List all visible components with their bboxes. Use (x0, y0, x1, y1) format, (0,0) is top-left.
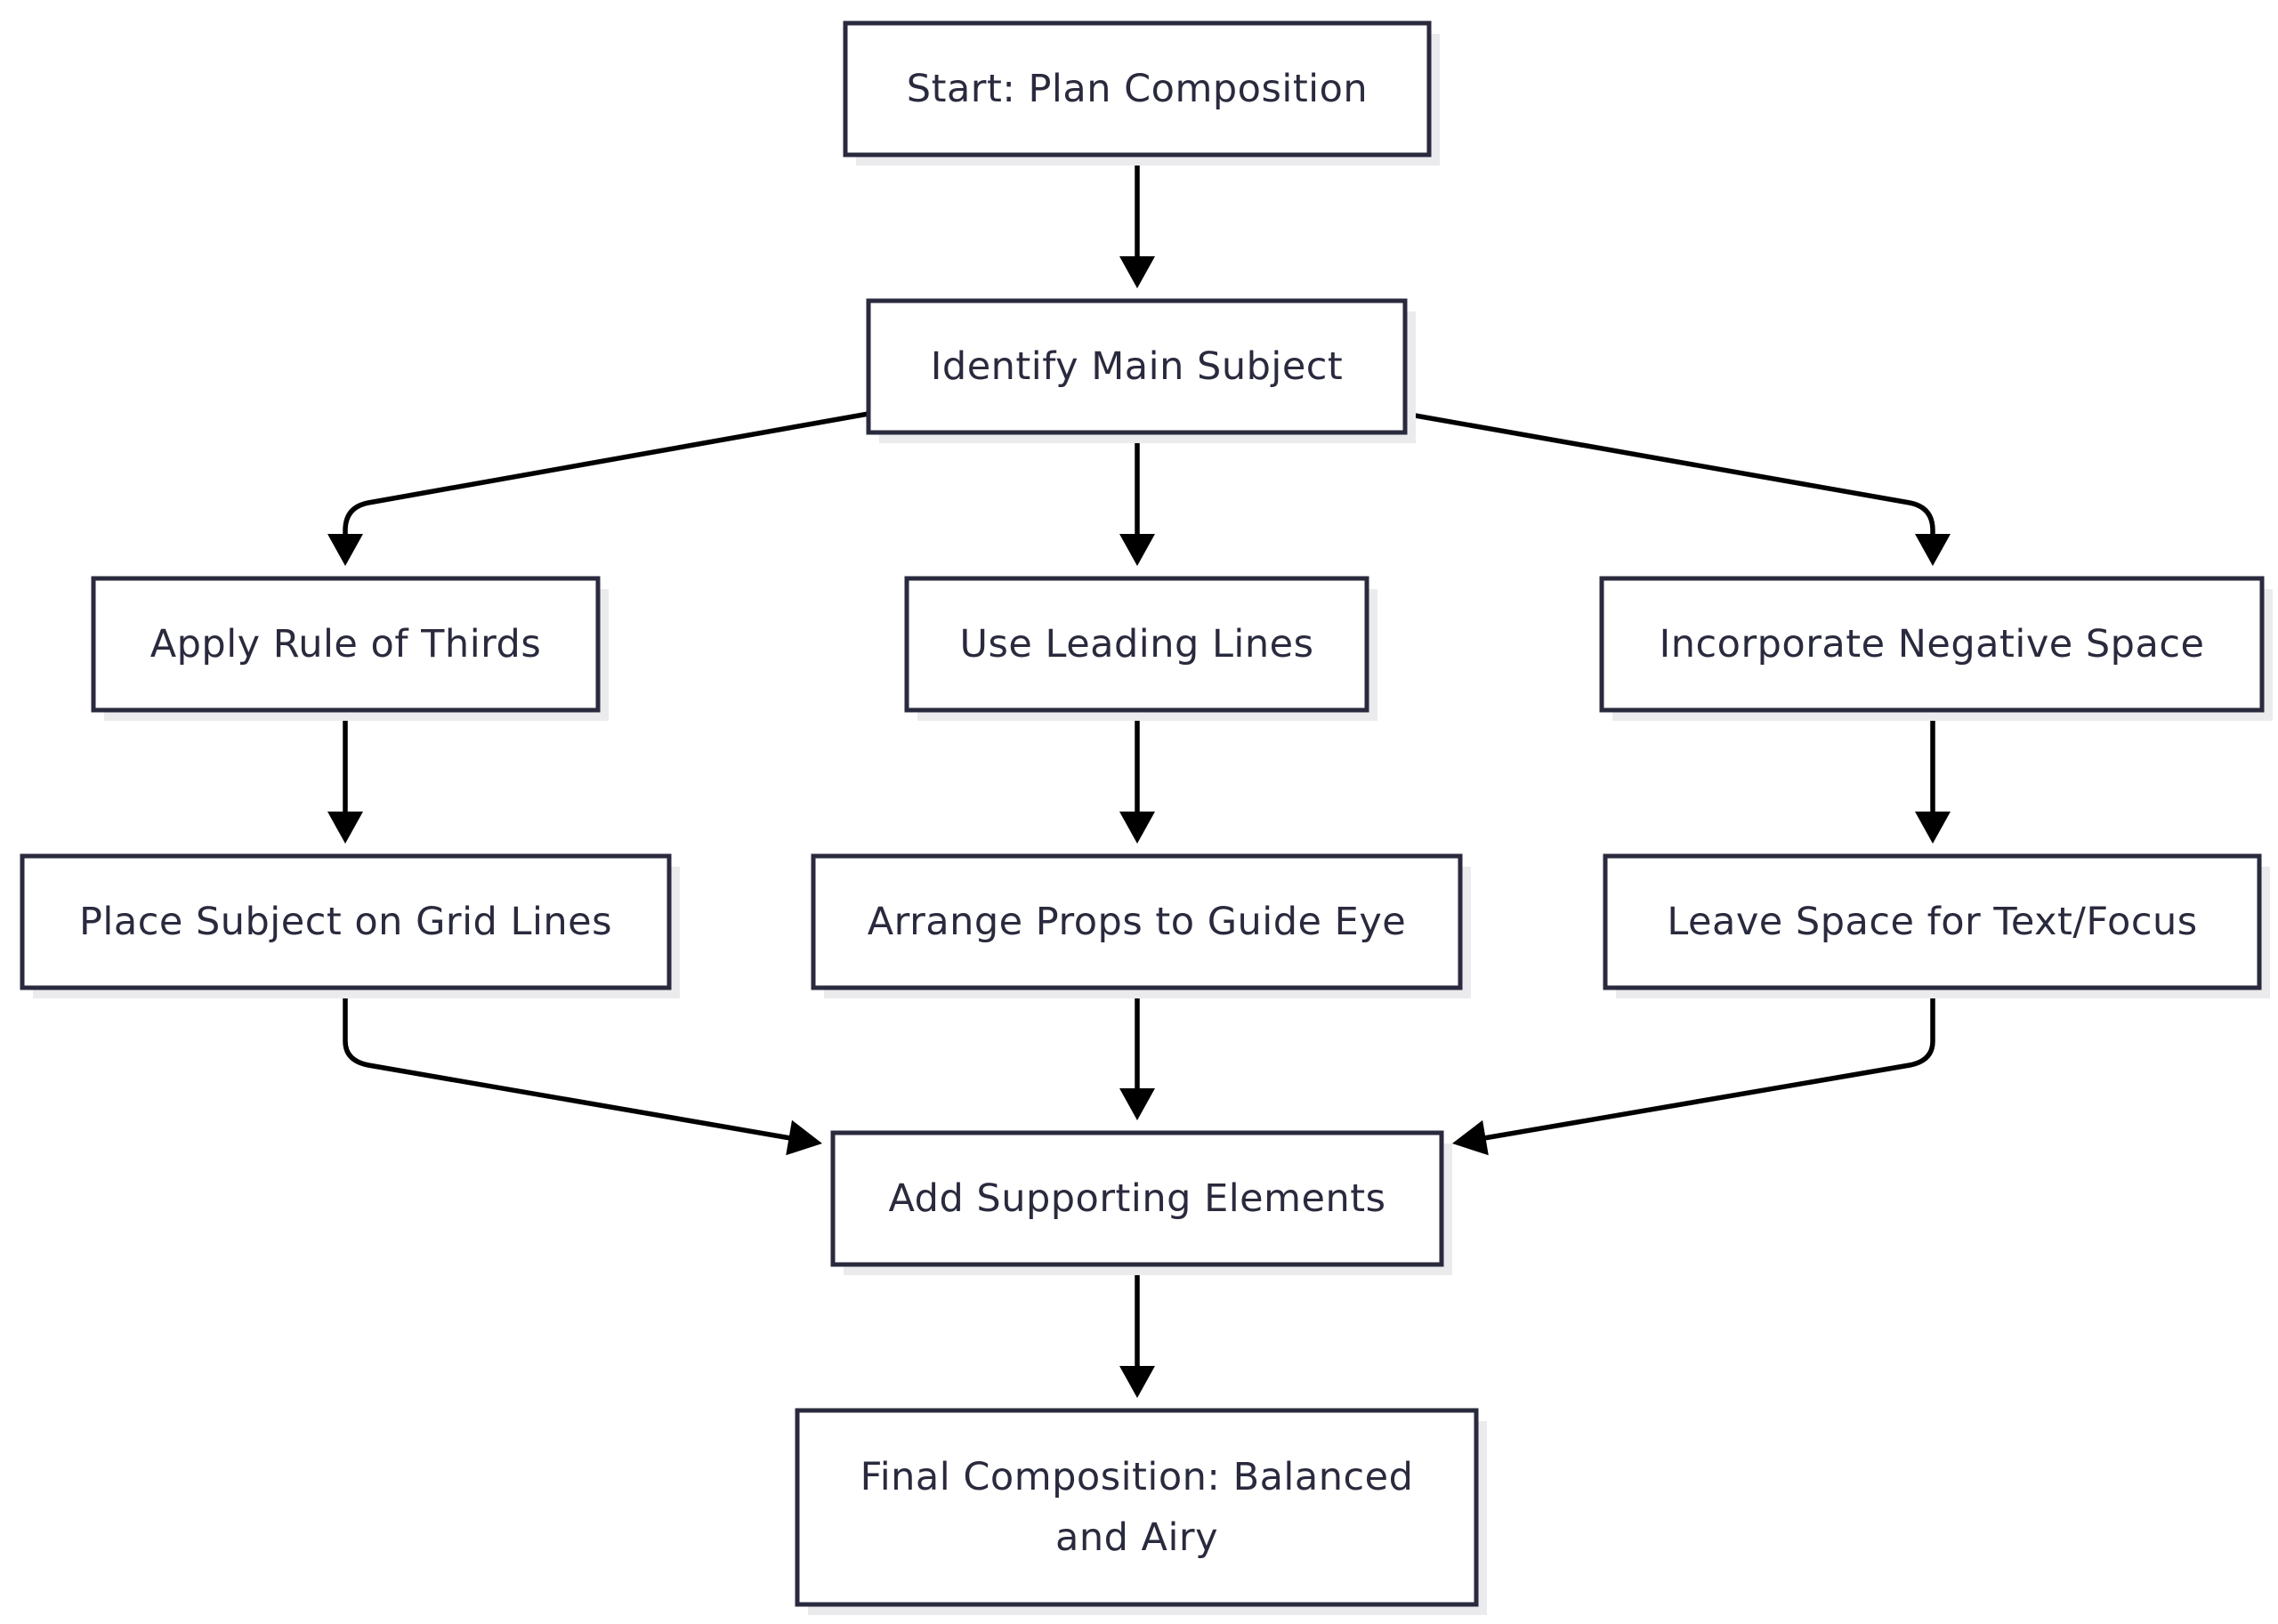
node-space[interactable]: Leave Space for Text/Focus (1603, 853, 2270, 998)
node-box (1599, 576, 2265, 713)
node-label: Start: Plan Composition (907, 67, 1368, 111)
node-label: Leave Space for Text/Focus (1667, 900, 2197, 944)
edge-negative-to-space (1915, 710, 1951, 844)
arrowhead-icon (1119, 1088, 1155, 1120)
arrowhead-icon (1915, 534, 1951, 566)
edge-line (1404, 411, 1935, 539)
node-label: Arrange Props to Guide Eye (868, 900, 1406, 944)
node-box (811, 853, 1463, 990)
node-box (830, 1130, 1444, 1267)
edge-leading-to-props (1119, 710, 1155, 844)
edge-line (1478, 988, 1935, 1142)
edge-supporting-to-final (1119, 1264, 1155, 1398)
node-grid[interactable]: Place Subject on Grid Lines (20, 853, 680, 998)
edge-identify-to-negative (1404, 411, 1951, 566)
node-identify[interactable]: Identify Main Subject (866, 298, 1416, 443)
edge-grid-to-supporting (343, 988, 822, 1156)
arrowhead-icon (1915, 812, 1951, 844)
node-label: Add Supporting Elements (889, 1176, 1386, 1221)
node-props[interactable]: Arrange Props to Guide Eye (811, 853, 1471, 998)
node-label: Use Leading Lines (960, 622, 1314, 667)
arrowhead-icon (1119, 1366, 1155, 1398)
node-negative[interactable]: Incorporate Negative Space (1599, 576, 2273, 721)
edge-start-to-identify (1119, 155, 1155, 288)
node-box (1603, 853, 2262, 990)
node-supporting[interactable]: Add Supporting Elements (830, 1130, 1452, 1275)
node-leading[interactable]: Use Leading Lines (904, 576, 1377, 721)
node-thirds[interactable]: Apply Rule of Thirds (91, 576, 609, 721)
edge-line (343, 988, 796, 1142)
arrowhead-icon (1119, 256, 1155, 288)
edge-thirds-to-grid (327, 710, 363, 844)
node-box (91, 576, 601, 713)
node-box (843, 20, 1432, 158)
edge-props-to-supporting (1119, 988, 1155, 1120)
node-box (904, 576, 1369, 713)
node-label: Place Subject on Grid Lines (79, 900, 612, 944)
arrowhead-icon (327, 812, 363, 844)
edge-space-to-supporting (1452, 988, 1935, 1156)
arrowhead-icon (327, 534, 363, 566)
node-label: Incorporate Negative Space (1660, 622, 2205, 667)
node-box (795, 1408, 1479, 1607)
node-label: Identify Main Subject (931, 344, 1344, 389)
arrowhead-icon (1119, 812, 1155, 844)
node-label: Final Composition: Balanced (860, 1455, 1414, 1499)
node-final[interactable]: Final Composition: Balanced and Airy (795, 1408, 1487, 1615)
node-box (866, 298, 1408, 435)
edge-identify-to-leading (1119, 432, 1155, 566)
node-label: Apply Rule of Thirds (150, 622, 542, 667)
node-start[interactable]: Start: Plan Composition (843, 20, 1440, 166)
arrowhead-icon (786, 1119, 822, 1156)
edge-identify-to-thirds (327, 411, 869, 566)
edge-line (343, 411, 869, 539)
arrowhead-icon (1119, 534, 1155, 566)
edges-layer (327, 155, 1951, 1398)
node-box (20, 853, 672, 990)
node-label: and Airy (1055, 1515, 1218, 1560)
arrowhead-icon (1452, 1119, 1489, 1156)
